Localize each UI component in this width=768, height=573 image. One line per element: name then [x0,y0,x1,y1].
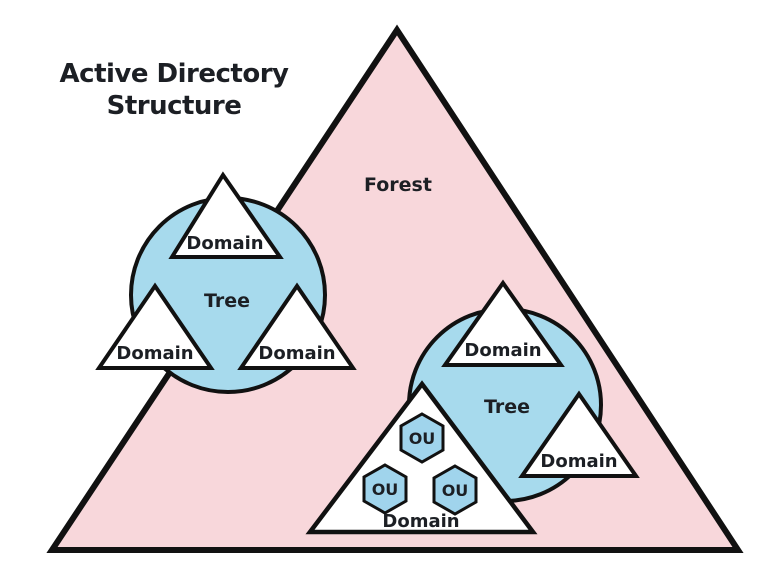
ou-hexagon-right [432,464,478,516]
ou-right-label: OU [442,481,469,500]
tree2-domain-right-label: Domain [540,451,617,472]
diagram-title-line1: Active Directory [60,59,289,89]
tree1-domain-top-triangle [168,171,284,259]
diagram-title-line2: Structure [107,91,242,121]
forest-label: Forest [364,174,432,196]
ou-hexagon-top [399,412,445,464]
tree1-domain-top-label: Domain [186,233,263,254]
tree2-domain-top-label: Domain [464,340,541,361]
tree2-domain-bottom-label: Domain [382,511,459,532]
tree1-domain-right-label: Domain [258,343,335,364]
tree1-domain-right-triangle [237,282,357,370]
ou-left-label: OU [372,480,399,499]
tree2-domain-right-triangle [518,390,640,478]
tree1-label: Tree [204,290,250,312]
tree1-domain-left-label: Domain [116,343,193,364]
ou-top-label: OU [409,429,436,448]
tree1-domain-left-triangle [95,282,215,370]
tree2-domain-top-triangle [441,279,565,367]
tree2-label: Tree [484,396,530,418]
ou-hexagon-left [362,463,408,515]
